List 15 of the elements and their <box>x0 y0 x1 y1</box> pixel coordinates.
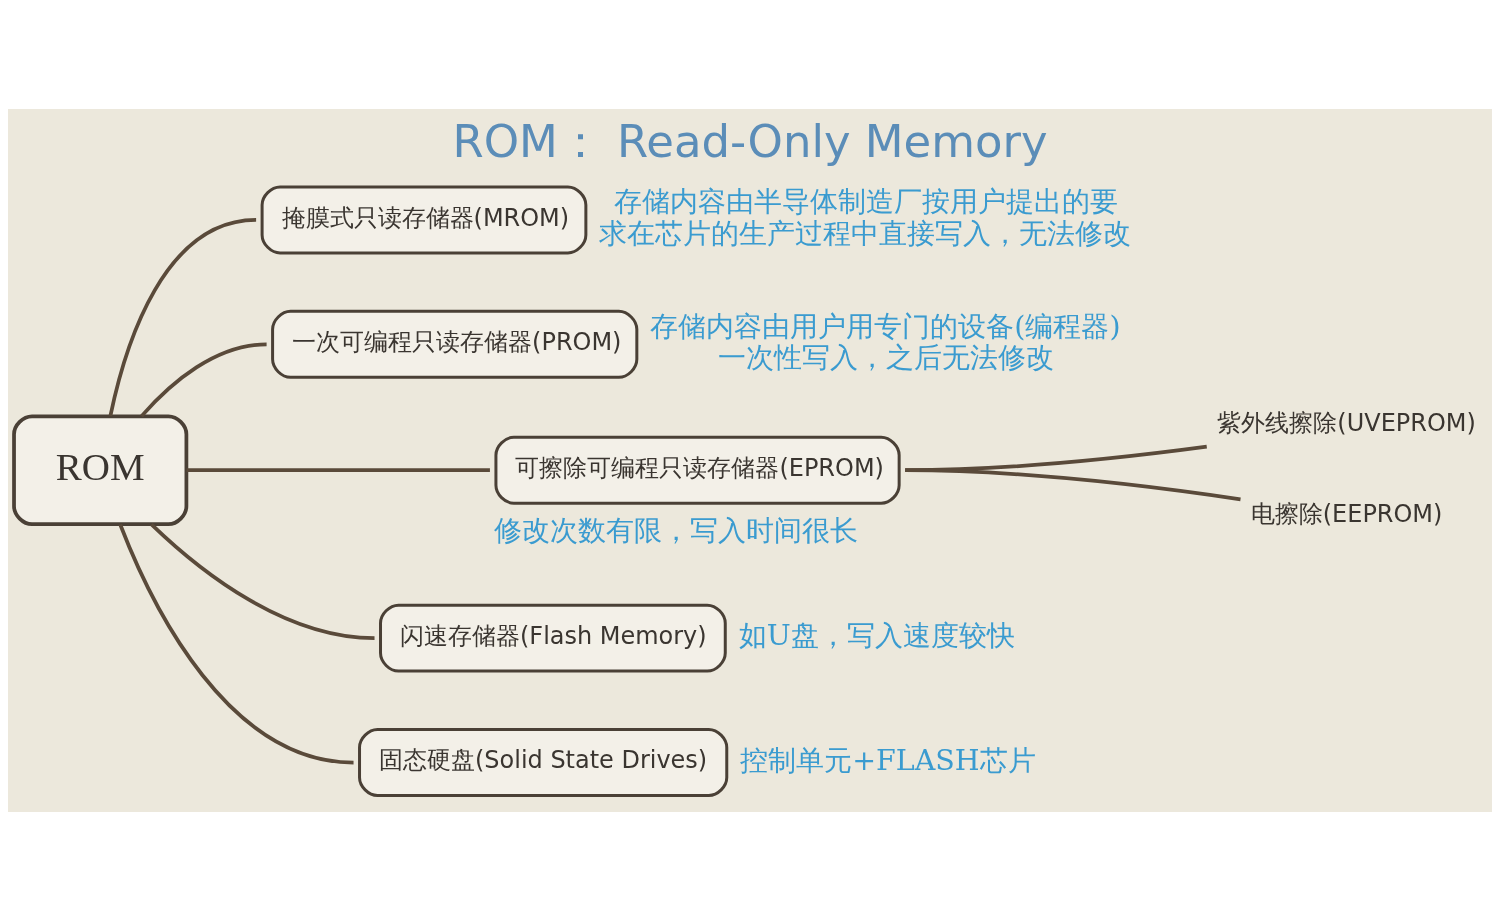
node-box: ROM <box>12 413 189 526</box>
node-label: 存储内容由半导体制造厂按用户提出的要求在芯片的生产过程中直接写入，无法修改 <box>599 184 1132 250</box>
node-label: 存储内容由用户用专门的设备(编程器)一次性写入，之后无法修改 <box>650 309 1121 374</box>
node-label: 如U盘，写入速度较快 <box>738 618 1015 652</box>
connector <box>150 522 375 640</box>
connector <box>118 523 354 764</box>
node-text: 电擦除(EEPROM) <box>1250 499 1443 528</box>
node-label: 控制单元+FLASH芯片 <box>740 743 1036 777</box>
node-text: 紫外线擦除(UVEPROM) <box>1217 408 1476 437</box>
connector <box>186 467 490 472</box>
node-label: 修改次数有限，写入时间很长 <box>494 512 859 546</box>
connector <box>108 217 257 416</box>
connector <box>905 467 1241 501</box>
connector <box>140 341 267 417</box>
diagram-title: ROM： Read-Only Memory <box>452 114 1048 168</box>
